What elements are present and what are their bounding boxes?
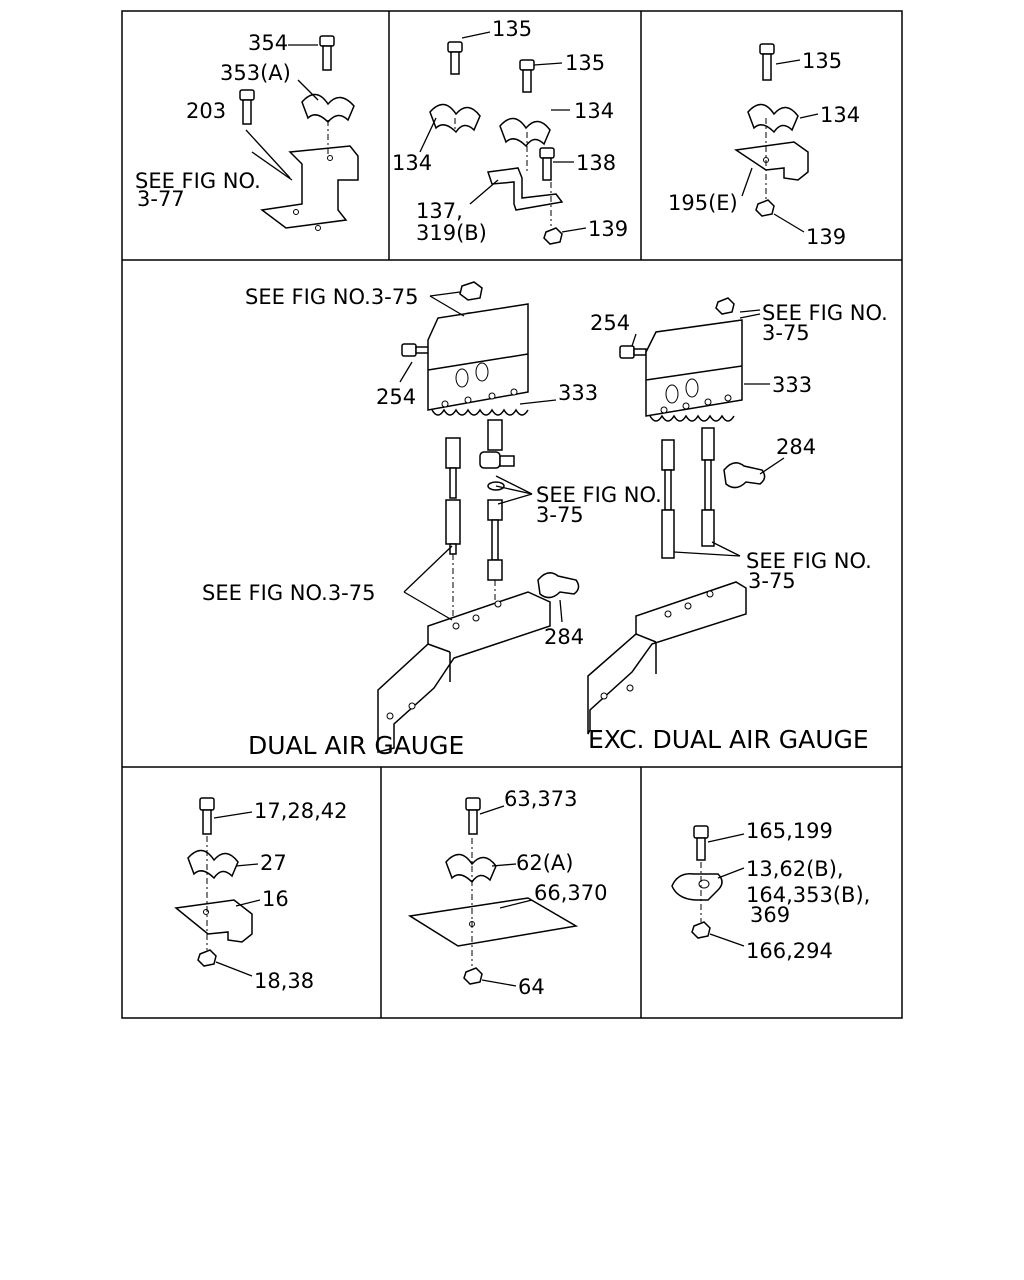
clip-62a	[445, 853, 497, 884]
label-284: 284	[776, 435, 816, 459]
hose-left	[445, 437, 461, 555]
crossmember-rail	[377, 591, 551, 753]
label-see-fig-no-mid: SEE FIG NO.	[536, 483, 662, 507]
bolt-354	[319, 35, 335, 71]
label-195e: 195(E)	[668, 191, 738, 215]
label-138: 138	[576, 151, 616, 175]
hose-right	[479, 419, 515, 581]
label-62a: 62(A)	[516, 851, 573, 875]
label-135-a: 135	[492, 17, 532, 41]
panel-3: 135 134 195(E) 139	[668, 43, 860, 249]
clip-284	[723, 462, 766, 489]
nut-18-38	[197, 949, 217, 967]
plate-66-370	[407, 897, 579, 947]
label-319b: 319(B)	[416, 221, 487, 245]
bracket-z	[260, 145, 359, 229]
panel-4: 17,28,42 27 16 18,38	[174, 797, 348, 993]
bracket-16	[174, 899, 253, 943]
clip-134	[747, 103, 799, 134]
label-333: 333	[558, 381, 598, 405]
panel-center-left: SEE FIG NO.3-75 254 333 SEE FIG NO. 3-75…	[202, 281, 662, 760]
label-354: 354	[248, 31, 288, 55]
bolt-63-373	[465, 797, 481, 835]
label-134: 134	[820, 103, 860, 127]
nut-139	[543, 227, 563, 245]
bolt-135-a	[447, 41, 463, 75]
label-134-b: 134	[574, 99, 614, 123]
label-see-fig-no: SEE FIG NO.	[135, 169, 261, 193]
label-164-353b: 164,353(B),	[746, 883, 870, 907]
bolt-135-b	[519, 59, 535, 93]
label-63-373: 63,373	[504, 787, 577, 811]
clip-284	[537, 572, 580, 599]
mounting-bracket-333	[427, 303, 529, 411]
label-254: 254	[376, 385, 416, 409]
nut-64	[463, 967, 483, 985]
bracket-137	[487, 167, 564, 211]
caption-exc-dual-air-gauge: EXC. DUAL AIR GAUGE	[588, 725, 869, 754]
label-165-199: 165,199	[746, 819, 833, 843]
label-see-fig-3-75-bottom: SEE FIG NO.3-75	[202, 581, 376, 605]
label-134-a: 134	[392, 151, 432, 175]
label-135: 135	[802, 49, 842, 73]
label-64: 64	[518, 975, 545, 999]
label-135-b: 135	[565, 51, 605, 75]
label-3-77: 3-77	[137, 187, 185, 211]
panel-center-right: 254 SEE FIG NO. 3-75 333 284 SEE FIG NO.…	[587, 297, 888, 754]
panel-6: 165,199 13,62(B), 164,353(B), 369 166,29…	[671, 819, 870, 963]
label-16: 16	[262, 887, 289, 911]
label-18-38: 18,38	[254, 969, 314, 993]
label-203: 203	[186, 99, 226, 123]
nut-139	[755, 199, 775, 217]
bracket-195e	[733, 141, 809, 181]
label-369: 369	[750, 903, 790, 927]
label-3-75-mid: 3-75	[536, 503, 584, 527]
bolt-165-199	[693, 825, 709, 861]
label-3-75-bottom: 3-75	[748, 569, 796, 593]
label-66-370: 66,370	[534, 881, 607, 905]
panel-5: 63,373 62(A) 66,370 64	[407, 787, 607, 999]
label-353a: 353(A)	[220, 61, 291, 85]
label-see-fig-3-75-top: SEE FIG NO.3-75	[245, 285, 419, 309]
label-17-28-42: 17,28,42	[254, 799, 348, 823]
label-27: 27	[260, 851, 287, 875]
mounting-bracket-333	[645, 319, 743, 417]
panel-1: 354 353(A) 203 SEE FIG NO. 3-77	[135, 31, 359, 231]
nut-166-294	[691, 921, 711, 939]
panel-2: 135 135 134 134 138 137, 319(B) 139	[392, 17, 628, 245]
label-13-62b: 13,62(B),	[746, 857, 844, 881]
label-166-294: 166,294	[746, 939, 833, 963]
clamp-13-62b	[671, 873, 723, 901]
label-see-fig-no-bottom: SEE FIG NO.	[746, 549, 872, 573]
clip-353a	[301, 93, 355, 124]
label-137: 137,	[416, 199, 463, 223]
hose-right	[701, 427, 715, 547]
clip-134-b	[499, 117, 551, 148]
crossmember-rail	[587, 581, 747, 735]
label-333: 333	[772, 373, 812, 397]
hose-left	[661, 439, 675, 559]
bolt-254	[619, 345, 647, 359]
label-254: 254	[590, 311, 630, 335]
bolt-135	[759, 43, 775, 81]
label-284: 284	[544, 625, 584, 649]
frame-grid	[121, 10, 903, 1019]
label-139: 139	[588, 217, 628, 241]
caption-dual-air-gauge: DUAL AIR GAUGE	[248, 731, 464, 760]
bolt-254	[401, 343, 431, 357]
bolt-17-28-42	[199, 797, 215, 835]
label-139: 139	[806, 225, 846, 249]
bolt-203	[239, 89, 255, 125]
label-3-75-top: 3-75	[762, 321, 810, 345]
bolt-138	[539, 147, 555, 181]
clip-27	[187, 849, 239, 880]
label-see-fig-no-top: SEE FIG NO.	[762, 301, 888, 325]
